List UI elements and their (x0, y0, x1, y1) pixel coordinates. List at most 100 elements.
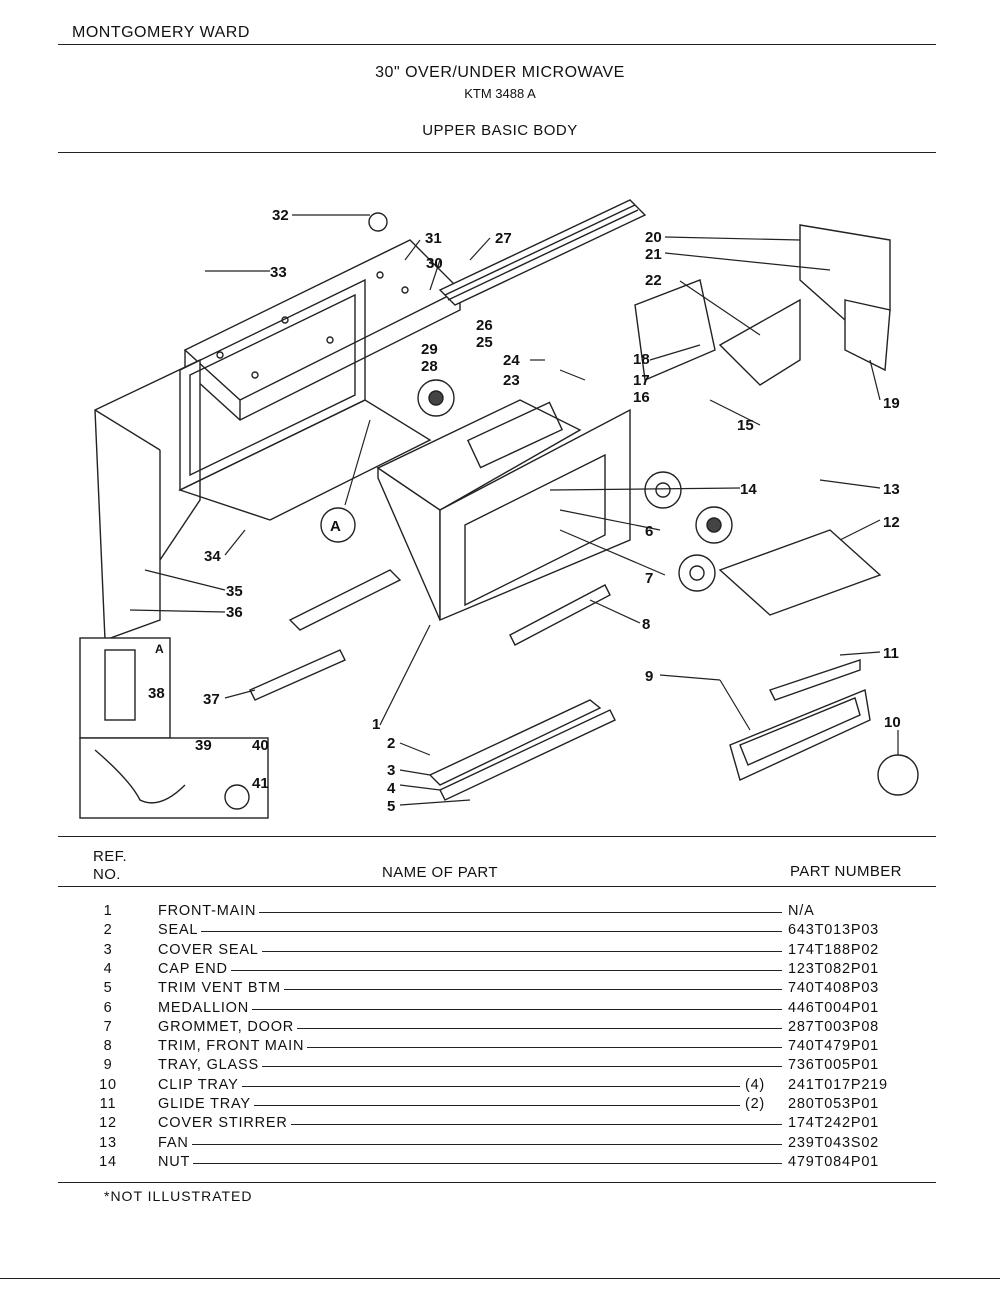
leader-line (168, 1162, 782, 1164)
callout-17: 17 (633, 372, 650, 389)
part-name: CAP END (158, 960, 231, 977)
table-row: 5 TRIM VENT BTM 740T408P03 (0, 980, 1000, 999)
ref-number: 7 (103, 1018, 113, 1035)
detail-box-label-a: A (155, 642, 164, 656)
table-header-rule (58, 886, 936, 887)
callout-1: 1 (372, 716, 380, 733)
callout-40: 40 (252, 737, 269, 754)
quantity: (2) (742, 1096, 768, 1112)
ref-number: 4 (103, 960, 113, 977)
part-number: 740T479P01 (788, 1038, 880, 1055)
leader-line (168, 969, 782, 971)
page-bottom-rule (0, 1278, 1000, 1279)
callout-4: 4 (387, 780, 396, 797)
callout-27: 27 (495, 230, 512, 247)
callout-7: 7 (645, 570, 653, 587)
leader-line (168, 950, 782, 952)
part-name: GLIDE TRAY (158, 1096, 254, 1112)
ref-column-header-line1: REF. (93, 848, 128, 865)
cabinet-side-part (94, 358, 201, 641)
part-number: 174T242P01 (788, 1115, 880, 1132)
glass-tray-part (729, 689, 871, 781)
callout-8: 8 (642, 616, 650, 633)
leader-line (168, 1143, 782, 1145)
part-number-column-header: PART NUMBER (790, 863, 902, 880)
part-name: TRIM VENT BTM (158, 980, 284, 997)
part-number: 241T017P219 (788, 1076, 888, 1093)
callout-26: 26 (476, 317, 493, 334)
part-number: 643T013P03 (788, 922, 880, 939)
leader-line (168, 931, 782, 933)
document-title: 30" OVER/UNDER MICROWAVE (375, 64, 625, 81)
ref-number: 12 (99, 1115, 117, 1132)
part-name: SEAL (158, 922, 202, 939)
part-name: CLIP TRAY (158, 1076, 242, 1093)
cabinet-frame-part (178, 278, 432, 521)
callout-5: 5 (387, 798, 395, 815)
part-name: COVER SEAL (158, 941, 262, 958)
callout-31: 31 (425, 230, 442, 247)
part-number: 239T043S02 (788, 1134, 880, 1151)
table-row: 8 TRIM, FRONT MAIN 740T479P01 (0, 1038, 1000, 1057)
round-parts (320, 212, 919, 796)
ref-number: 13 (99, 1134, 117, 1151)
name-column-header: NAME OF PART (382, 864, 498, 881)
leader-line (168, 1085, 740, 1087)
callout-24: 24 (503, 352, 520, 369)
ref-number: 8 (103, 1038, 113, 1055)
quantity: (4) (742, 1076, 768, 1093)
detail-box-a (79, 637, 269, 819)
callout-35: 35 (226, 583, 243, 600)
callout-33: 33 (270, 264, 287, 281)
exploded-parts-diagram: 32 33 31 30 27 26 25 29 28 24 23 20 21 2… (79, 199, 919, 819)
oven-cavity-part (376, 399, 631, 622)
part-name: MEDALLION (158, 999, 252, 1016)
callout-10: 10 (884, 714, 901, 731)
leader-line (168, 1124, 782, 1126)
vent-grille-part (438, 199, 647, 306)
leader-line (168, 989, 782, 991)
callout-15: 15 (737, 417, 754, 434)
leader-line (168, 1027, 782, 1029)
callout-16: 16 (633, 389, 650, 406)
ref-number: 3 (103, 941, 113, 958)
model-number: KTM 3488 A (464, 86, 536, 101)
part-number: 123T082P01 (788, 960, 880, 977)
callout-29: 29 (421, 341, 438, 358)
callout-13: 13 (883, 481, 900, 498)
callout-41: 41 (252, 775, 269, 792)
ref-number: 9 (103, 1057, 113, 1074)
callout-22: 22 (645, 272, 662, 289)
ref-number: 14 (99, 1153, 117, 1170)
callout-11: 11 (883, 645, 899, 662)
callout-32: 32 (272, 207, 289, 224)
callout-28: 28 (421, 358, 438, 375)
part-number: 740T408P03 (788, 980, 880, 997)
ref-number: 11 (99, 1096, 117, 1112)
ref-number: 1 (103, 903, 113, 919)
part-name: TRIM, FRONT MAIN (158, 1038, 308, 1055)
callout-39: 39 (195, 737, 212, 754)
leader-line (168, 1047, 782, 1049)
part-name: TRAY, GLASS (158, 1057, 262, 1074)
ref-number: 5 (103, 980, 113, 997)
footnote: *NOT ILLUSTRATED (104, 1188, 253, 1204)
brand-name: MONTGOMERY WARD (72, 24, 250, 41)
callout-12: 12 (883, 514, 900, 531)
callout-9: 9 (645, 668, 653, 685)
leader-line (168, 1066, 782, 1068)
callout-2: 2 (387, 735, 395, 752)
part-name: GROMMET, DOOR (158, 1018, 298, 1035)
callout-3: 3 (387, 762, 395, 779)
callout-36: 36 (226, 604, 243, 621)
section-title: UPPER BASIC BODY (422, 122, 578, 139)
table-bottom-rule (58, 1182, 936, 1183)
ref-number: 6 (103, 999, 113, 1016)
table-top-rule (58, 836, 936, 837)
stirrer-cover-part (718, 529, 882, 616)
leader-line (168, 1008, 782, 1010)
